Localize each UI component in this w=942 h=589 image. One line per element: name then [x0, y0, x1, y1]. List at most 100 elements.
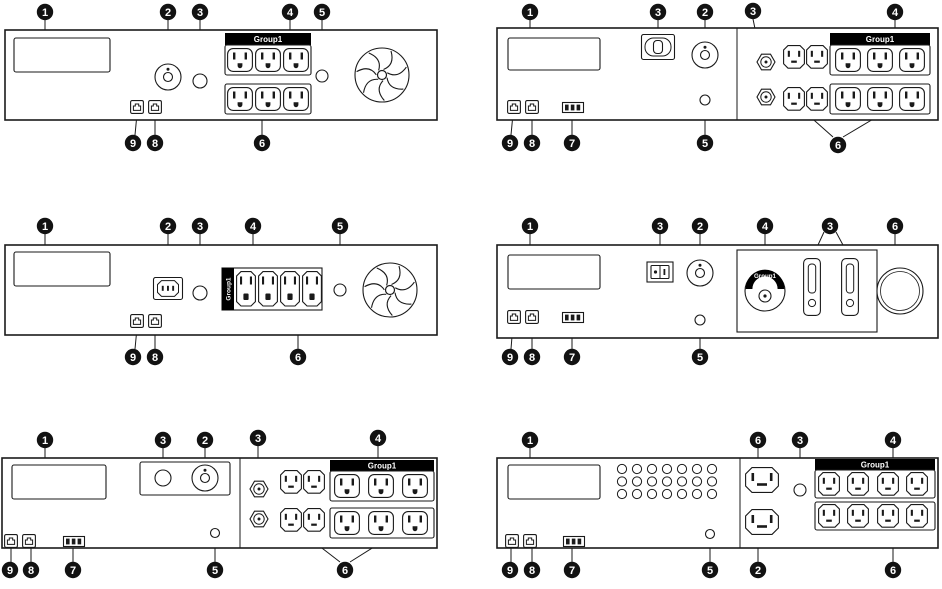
- svg-text:5: 5: [212, 565, 218, 577]
- round-connector: [154, 63, 182, 91]
- callout-badge: 4: [884, 431, 902, 449]
- callout-badge: 5: [206, 561, 224, 579]
- callout-badge: 7: [64, 561, 82, 579]
- callout-badge: 3: [821, 217, 839, 235]
- svg-text:7: 7: [569, 352, 575, 364]
- dip-switch: [561, 101, 585, 114]
- label-plate: [507, 464, 601, 500]
- group1-header: [815, 459, 935, 470]
- callout-badge: 6: [749, 431, 767, 449]
- svg-text:9: 9: [507, 352, 513, 364]
- small-screw-hole: [704, 528, 716, 540]
- outlet-row-frame: [814, 501, 936, 531]
- comm-port: [507, 310, 521, 324]
- svg-text:9: 9: [507, 565, 513, 577]
- group1-label: Group1: [254, 35, 283, 44]
- comm-port: [4, 534, 18, 548]
- callout-badge: 9: [124, 348, 142, 366]
- iec-outlet: [303, 508, 325, 532]
- callout-badge: 9: [501, 134, 519, 152]
- iec-outlet: [806, 45, 828, 69]
- svg-text:6: 6: [892, 221, 898, 233]
- svg-text:4: 4: [287, 7, 294, 19]
- group1-label: Group1: [754, 273, 777, 280]
- svg-text:3: 3: [197, 221, 203, 233]
- svg-text:3: 3: [797, 435, 803, 447]
- round-connector: [686, 259, 714, 287]
- callout-badge: 5: [313, 3, 331, 21]
- svg-text:2: 2: [165, 221, 171, 233]
- comm-port: [505, 534, 519, 548]
- comm-port: [525, 310, 539, 324]
- dip-switch: [562, 535, 586, 548]
- label-plate: [13, 251, 111, 287]
- outlet-group1: Group1: [814, 459, 936, 499]
- nema-outlet: [368, 511, 394, 535]
- callout-badge: 1: [521, 217, 539, 235]
- comm-port: [148, 314, 162, 328]
- iec-outlet: [258, 271, 278, 307]
- svg-text:1: 1: [42, 221, 48, 233]
- svg-text:5: 5: [702, 138, 708, 150]
- outlet-group2: [814, 501, 936, 531]
- nema-outlet: [255, 48, 281, 72]
- circuit-breaker: [640, 33, 676, 61]
- svg-text:6: 6: [259, 138, 265, 150]
- nema-outlet: [899, 48, 925, 72]
- svg-text:1: 1: [42, 7, 48, 19]
- callout-badge: 8: [146, 134, 164, 152]
- fan-grille: [362, 262, 418, 318]
- small-round-port: [154, 469, 172, 487]
- vent-grid: [616, 463, 718, 500]
- iec-outlet: [877, 504, 899, 528]
- group1-label: Group1: [368, 462, 397, 471]
- iec-outlet: [783, 87, 805, 111]
- callout-badge: 2: [196, 431, 214, 449]
- group1-round-connector: Group1: [744, 269, 786, 312]
- callout-badge: 1: [521, 431, 539, 449]
- nema-outlet: [283, 48, 309, 72]
- svg-text:7: 7: [569, 565, 575, 577]
- nema-outlet: [402, 511, 428, 535]
- svg-text:5: 5: [319, 7, 325, 19]
- callout-badge: 5: [696, 134, 714, 152]
- callout-badge: 6: [829, 136, 847, 154]
- svg-text:9: 9: [507, 138, 513, 150]
- nema-outlet: [835, 87, 861, 111]
- iec-c19-outlet: [745, 467, 779, 493]
- callout-badge: 3: [249, 429, 267, 447]
- callout-badge: 5: [331, 217, 349, 235]
- outlet-group2: [224, 83, 312, 115]
- svg-text:9: 9: [130, 138, 136, 150]
- svg-text:6: 6: [295, 352, 301, 364]
- svg-text:4: 4: [762, 221, 769, 233]
- svg-text:4: 4: [250, 221, 257, 233]
- dip-switch: [62, 535, 86, 548]
- svg-text:8: 8: [152, 352, 158, 364]
- svg-text:1: 1: [527, 221, 533, 233]
- callout-badge: 2: [159, 217, 177, 235]
- svg-text:3: 3: [255, 433, 261, 445]
- blank-circle: [876, 267, 924, 315]
- callout-badge: 3: [191, 217, 209, 235]
- group1-label: Group1: [866, 35, 895, 44]
- svg-text:4: 4: [375, 433, 382, 445]
- fan-grille: [354, 47, 410, 103]
- callout-badge: 1: [36, 431, 54, 449]
- group1-header: [830, 33, 930, 45]
- small-screw-hole: [333, 283, 347, 297]
- rear-panel-5: Group1 1 3 2 3 4 9 8 7 5 6: [1, 429, 438, 579]
- nema-outlet: [867, 87, 893, 111]
- iec-outlet: [877, 472, 899, 496]
- svg-text:3: 3: [197, 7, 203, 19]
- svg-text:2: 2: [697, 221, 703, 233]
- iec-outlet: [906, 472, 928, 496]
- comm-port: [130, 314, 144, 328]
- svg-text:5: 5: [337, 221, 343, 233]
- callout-badge: 9: [124, 134, 142, 152]
- svg-text:3: 3: [655, 7, 661, 19]
- svg-text:1: 1: [527, 435, 533, 447]
- outlet-group1: Group1: [329, 460, 435, 502]
- comm-port: [523, 534, 537, 548]
- small-screw-hole: [209, 527, 221, 539]
